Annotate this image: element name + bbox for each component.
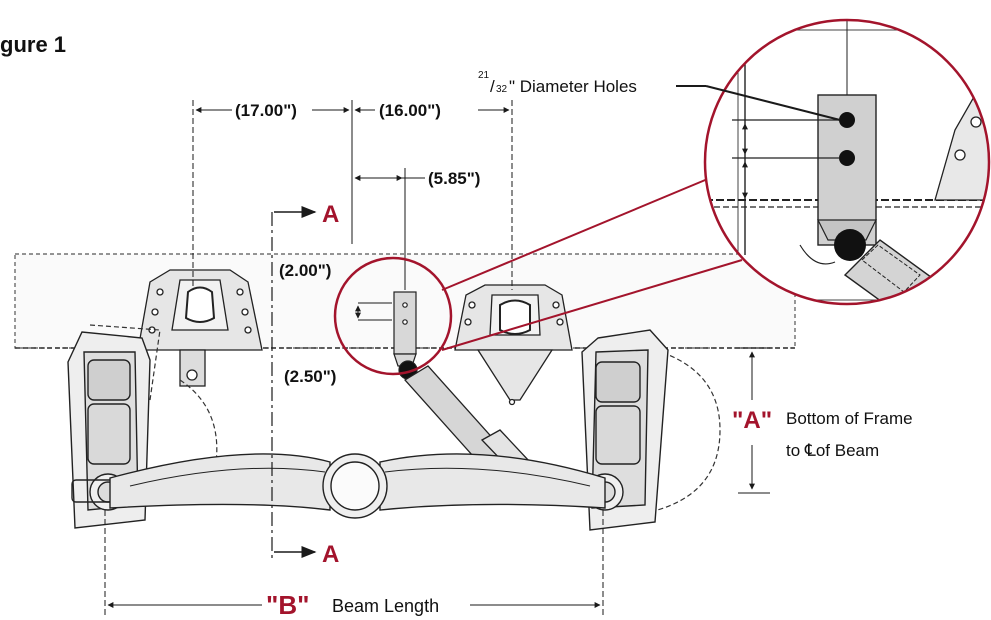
dimension-offset: (5.85") <box>428 169 480 188</box>
dimension-a-line2-prefix: to <box>786 441 805 460</box>
equalizer-beam <box>109 453 606 519</box>
holes-fraction-slash: / <box>490 77 495 96</box>
dimension-a-label: "A" Bottom of Frame to ℄of Beam <box>732 407 913 460</box>
section-line-a-a <box>271 206 317 560</box>
dimension-a-line2-suffix: of Beam <box>816 441 879 460</box>
holes-leader-line <box>705 85 841 121</box>
holes-fraction-denominator: 32 <box>496 84 508 95</box>
holes-note: 21 / 32 " Diameter Holes <box>478 70 841 121</box>
dimension-b-text: Beam Length <box>332 596 439 616</box>
centerline-symbol: ℄ <box>804 441 816 460</box>
dimension-a-line1: Bottom of Frame <box>786 409 913 428</box>
dimension-lines <box>104 100 770 615</box>
section-marker-top: A <box>322 201 339 228</box>
dimension-b-label: "B" Beam Length <box>266 590 439 620</box>
dimension-lower-vertical: (2.50") <box>284 367 336 386</box>
dimension-a-letter: "A" <box>732 407 772 434</box>
right-hanger-bracket <box>454 284 573 406</box>
holes-note-label: " Diameter Holes <box>509 77 637 96</box>
left-hanger-bracket <box>137 269 263 387</box>
dimension-a-line2: to ℄of Beam <box>786 441 879 460</box>
dimension-b-letter: "B" <box>266 590 309 620</box>
shock-mount-plate <box>393 291 418 380</box>
detail-magnified-circle <box>703 18 991 306</box>
holes-fraction-numerator: 21 <box>478 70 490 81</box>
detail-source-circle <box>333 256 453 376</box>
detail-callout <box>333 18 991 376</box>
dimension-right-span: (16.00") <box>379 101 441 120</box>
dimension-left-span: (17.00") <box>235 101 297 120</box>
dimension-upper-vertical: (2.00") <box>279 261 331 280</box>
section-marker-bottom: A <box>322 541 339 568</box>
figure-title: gure 1 <box>0 32 66 57</box>
